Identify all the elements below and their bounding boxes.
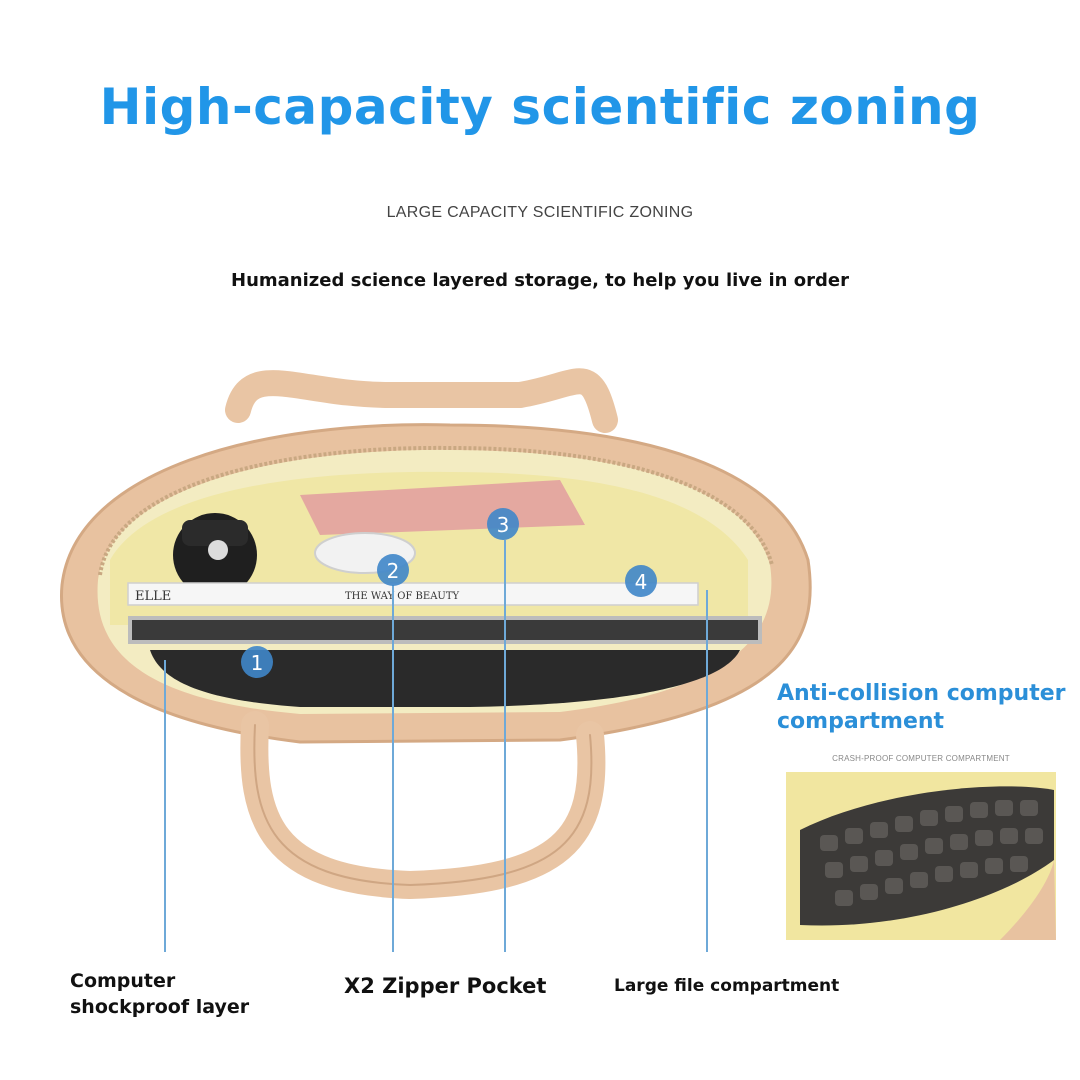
inset-photo — [786, 772, 1056, 940]
svg-text:2: 2 — [387, 559, 400, 583]
label-file-compartment: Large file compartment — [614, 976, 840, 996]
svg-text:4: 4 — [635, 570, 648, 594]
marker-4: 4 — [625, 565, 657, 597]
label-zipper-pocket: X2 Zipper Pocket — [344, 974, 547, 998]
headline: High-capacity scientific zoning — [99, 78, 981, 136]
marker-2: 2 — [377, 554, 409, 586]
callout-title: Anti-collision computer compartment — [777, 681, 1066, 734]
marker-1: 1 — [241, 646, 273, 678]
subheadline: LARGE CAPACITY SCIENTIFIC ZONING — [386, 204, 694, 221]
book-brand: ELLE — [135, 589, 171, 604]
bag-back-handle — [225, 368, 618, 433]
label-computer-layer: Computer shockproof layer — [70, 970, 250, 1018]
laptop — [128, 616, 762, 644]
marker-3: 3 — [487, 508, 519, 540]
svg-text:3: 3 — [497, 513, 510, 537]
svg-text:1: 1 — [251, 651, 264, 675]
book — [127, 582, 699, 606]
tagline: Humanized science layered storage, to he… — [231, 270, 849, 291]
callout-subtitle: CRASH-PROOF COMPUTER COMPARTMENT — [832, 754, 1010, 763]
zipper-track — [98, 445, 774, 576]
laptop-keyboard — [150, 650, 740, 707]
book-title: THE WAY OF BEAUTY — [345, 591, 460, 602]
